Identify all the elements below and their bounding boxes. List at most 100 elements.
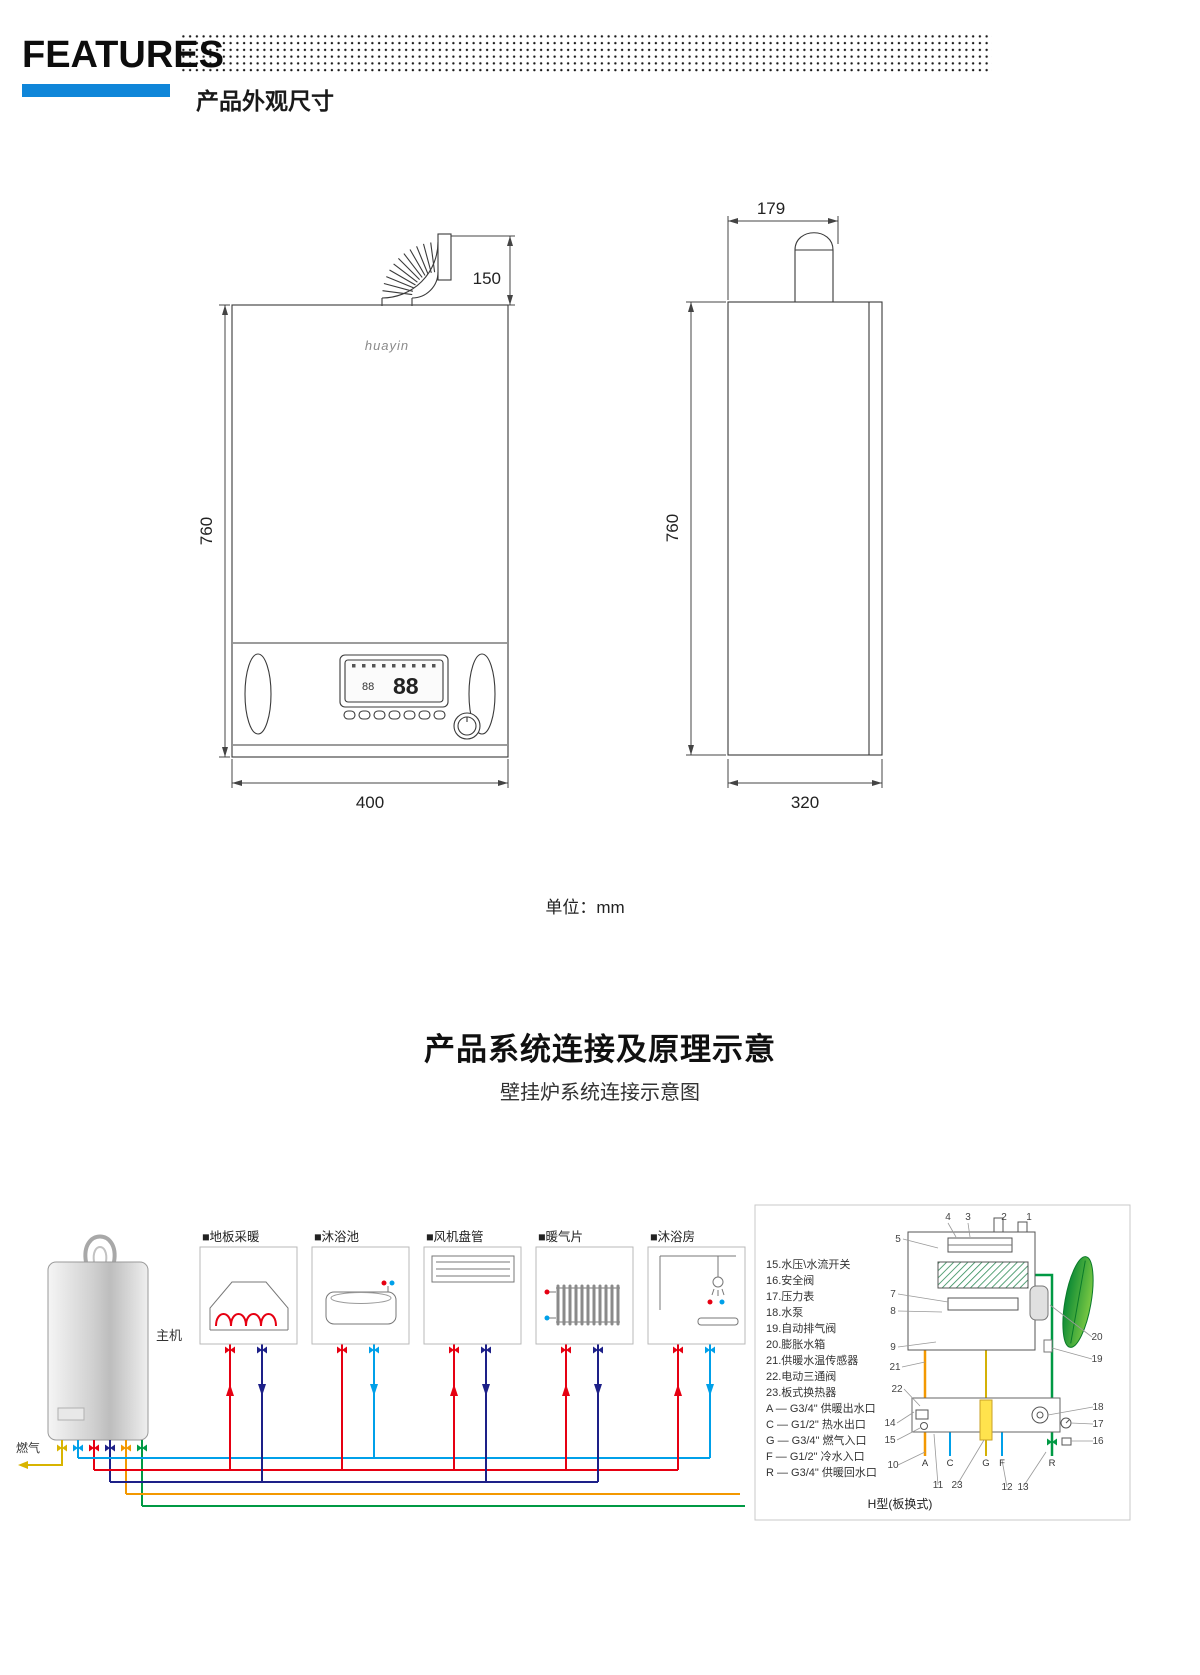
legend-item: 20.膨胀水箱 — [766, 1337, 825, 1351]
box-fan-coil — [423, 1246, 522, 1345]
fan-coil-drawing — [431, 1255, 515, 1283]
callout-3: 3 — [965, 1212, 971, 1223]
panel-buttons — [343, 710, 446, 720]
side-flue-pipe — [794, 232, 834, 302]
callout-9: 9 — [890, 1342, 896, 1353]
app-label-radiator: ■暖气片 — [538, 1229, 583, 1244]
boiler-internal-schematic: 4 3 2 1 5 7 8 9 21 22 14 15 10 20 19 18 — [884, 1212, 1104, 1493]
dim-label-760-front: 760 — [197, 517, 216, 545]
dimension-drawings: huayin 88 88 — [197, 199, 883, 812]
connection-F: F — [999, 1458, 1005, 1469]
box-shower-room — [647, 1246, 746, 1345]
main-unit-label: 主机 — [156, 1328, 182, 1343]
flow-arrows — [226, 1384, 714, 1396]
legend-item: 15.水压\水流开关 — [766, 1257, 850, 1271]
dim-side-height-760: 760 — [663, 301, 726, 756]
front-view-drawing: huayin 88 88 — [197, 233, 515, 812]
callout-11: 11 — [933, 1480, 944, 1491]
dim-side-top-179: 179 — [727, 199, 839, 300]
legend-item: F — G1/2" 冷水入口 — [766, 1450, 865, 1463]
callout-16: 16 — [1092, 1436, 1104, 1447]
heat-exchanger — [937, 1261, 1029, 1289]
safety-valve — [1061, 1437, 1072, 1446]
connection-letters: A C G F R — [922, 1458, 1056, 1469]
callout-22: 22 — [891, 1384, 903, 1395]
system-section-title: 产品系统连接及原理示意 — [424, 1032, 776, 1067]
dim-front-width-400: 400 — [231, 759, 509, 812]
three-way-valve-motor — [915, 1409, 929, 1420]
lcd-big-digits: 88 — [393, 673, 419, 699]
callout-2: 2 — [1001, 1212, 1007, 1223]
flue-flange — [437, 233, 452, 281]
connection-A: A — [922, 1458, 929, 1469]
dim-label-400: 400 — [356, 793, 384, 812]
dim-front-height-760: 760 — [197, 304, 230, 758]
connection-R: R — [1049, 1458, 1056, 1469]
callout-21: 21 — [889, 1362, 901, 1373]
eco-leaf-icon — [1062, 1256, 1094, 1348]
system-section-subtitle: 壁挂炉系统连接示意图 — [500, 1082, 700, 1104]
schematic-legend: 15.水压\水流开关 16.安全阀 17.压力表 18.水泵 19.自动排气阀 … — [766, 1257, 877, 1479]
callout-4: 4 — [945, 1212, 951, 1223]
control-panel-drawing: 88 88 — [233, 642, 507, 746]
boiler-mini-display — [57, 1407, 85, 1421]
callout-20: 20 — [1091, 1332, 1103, 1343]
app-label-shower-room: ■沐浴房 — [650, 1229, 695, 1244]
control-knob — [453, 712, 481, 740]
dim-side-depth-320: 320 — [727, 759, 883, 812]
plate-heat-exchanger — [979, 1399, 993, 1441]
callout-12: 12 — [1001, 1482, 1013, 1493]
flow-switch — [920, 1422, 928, 1430]
connection-C: C — [947, 1458, 954, 1469]
piping-network — [18, 1282, 745, 1507]
app-label-floor-heating: ■地板采暖 — [202, 1230, 260, 1244]
legend-item: 23.板式换热器 — [766, 1385, 836, 1399]
lcd-display-frame — [339, 654, 449, 708]
legend-item: R — G3/4" 供暖回水口 — [766, 1465, 877, 1479]
callout-8: 8 — [890, 1306, 896, 1317]
callout-17: 17 — [1092, 1419, 1104, 1430]
legend-item: G — G3/4" 燃气入口 — [766, 1433, 866, 1447]
callout-19: 19 — [1091, 1354, 1103, 1365]
system-connection-diagram: 主机 燃气 — [16, 1204, 1131, 1521]
auto-air-vent — [1043, 1339, 1053, 1353]
box-floor-heating — [199, 1246, 298, 1345]
app-label-bathtub: ■沐浴池 — [314, 1230, 360, 1244]
application-boxes: ■地板采暖 ■沐浴池 ■风机盘管 — [199, 1229, 746, 1345]
callout-18: 18 — [1092, 1402, 1104, 1413]
flue-elbow-drawing — [381, 233, 452, 306]
legend-item: 19.自动排气阀 — [766, 1321, 836, 1335]
dim-flue-150: 150 — [451, 235, 515, 306]
legend-item: 22.电动三通阀 — [766, 1369, 836, 1383]
floor-heating-drawing — [209, 1281, 289, 1331]
burner — [947, 1297, 1019, 1311]
callout-10: 10 — [887, 1460, 899, 1471]
callout-1: 1 — [1026, 1212, 1032, 1223]
model-type-label: H型(板换式) — [868, 1497, 933, 1511]
shower-room-drawing — [659, 1255, 739, 1326]
halftone-dots-decoration — [180, 33, 992, 75]
callout-15: 15 — [884, 1435, 896, 1446]
radiator-drawing — [544, 1284, 620, 1326]
valve-symbols — [57, 1346, 715, 1452]
legend-item: A — G3/4" 供暖出水口 — [766, 1401, 876, 1415]
connection-G: G — [982, 1458, 989, 1469]
callout-13: 13 — [1017, 1482, 1029, 1493]
callout-14: 14 — [884, 1418, 896, 1429]
boiler-illustration — [47, 1234, 149, 1441]
bathtub-drawing — [325, 1280, 397, 1325]
legend-item: C — G1/2" 热水出口 — [766, 1417, 866, 1431]
legend-item: 17.压力表 — [766, 1289, 814, 1303]
legend-item: 16.安全阀 — [766, 1273, 814, 1287]
section-title: 产品外观尺寸 — [196, 88, 334, 114]
dim-label-179: 179 — [757, 199, 785, 218]
boiler-side-body — [727, 301, 883, 756]
lcd-status-icons — [352, 664, 436, 668]
brand-logo-text: huayin — [365, 338, 409, 353]
schematic-callouts: 4 3 2 1 5 7 8 9 21 22 14 15 10 20 19 18 — [884, 1212, 1104, 1493]
schematic-panel: 15.水压\水流开关 16.安全阀 17.压力表 18.水泵 19.自动排气阀 … — [754, 1204, 1131, 1521]
callout-7: 7 — [890, 1289, 896, 1300]
app-label-fan-coil: ■风机盘管 — [426, 1229, 484, 1244]
expansion-tank — [1029, 1285, 1049, 1321]
